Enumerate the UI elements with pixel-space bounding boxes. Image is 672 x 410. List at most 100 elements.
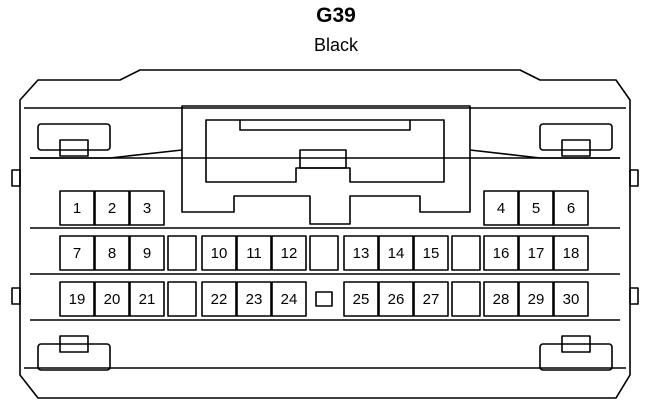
pin-number: 22: [211, 291, 228, 308]
pin-number: 6: [567, 200, 575, 217]
pin-cavity-box: [413, 235, 449, 271]
connector-housing-outline: [19, 69, 631, 399]
pin-cavity-box: [201, 281, 237, 317]
pin-cavity-box: [378, 235, 414, 271]
pin-cavity-box: [483, 190, 519, 226]
pin-cavity-5: 5: [518, 190, 554, 226]
connector-color: Black: [313, 35, 358, 55]
side-nub-right-upper: [629, 169, 639, 187]
pin-cavity-box: [201, 235, 237, 271]
pin-cavity-box: [518, 190, 554, 226]
pin-cavity-26: 26: [378, 281, 414, 317]
pin-cavity-13: 13: [343, 235, 379, 271]
blank-cavity: [167, 281, 197, 317]
pin-number: 12: [281, 245, 298, 262]
pin-number: 28: [493, 291, 510, 308]
latch-top-right: [539, 123, 613, 157]
pin-cavity-9: 9: [129, 235, 165, 271]
pin-cavity-box: [129, 235, 165, 271]
pin-cavity-box: [413, 281, 449, 317]
pin-number: 21: [139, 291, 156, 308]
pin-number: 9: [143, 245, 151, 262]
pin-cavity-4: 4: [483, 190, 519, 226]
pin-cavity-box: [94, 190, 130, 226]
polarization-key: [315, 291, 333, 307]
pin-number: 20: [104, 291, 121, 308]
pin-cavity-22: 22: [201, 281, 237, 317]
side-nub-right-lower: [629, 287, 639, 305]
blank-cavity: [451, 235, 481, 271]
pin-cavity-8: 8: [94, 235, 130, 271]
pin-number: 25: [353, 291, 370, 308]
latch-bottom-left: [37, 335, 111, 371]
pin-cavity-17: 17: [518, 235, 554, 271]
pin-cavity-box: [378, 281, 414, 317]
pin-cavity-box: [518, 281, 554, 317]
pin-cavity-21: 21: [129, 281, 165, 317]
locking-hood: [181, 105, 471, 225]
pin-cavity-7: 7: [59, 235, 95, 271]
inner-shoulder-left: [30, 149, 183, 159]
connector-id: G39: [316, 4, 356, 27]
pin-number: 24: [281, 291, 298, 308]
pin-number: 2: [108, 200, 116, 217]
pin-cavity-box: [553, 235, 589, 271]
blank-cavity: [309, 235, 339, 271]
pin-number: 10: [211, 245, 228, 262]
pin-cavity-box: [59, 235, 95, 271]
pin-cavity-box: [553, 281, 589, 317]
pin-cavity-29: 29: [518, 281, 554, 317]
latch-bottom-right: [539, 335, 613, 371]
pin-cavity-box: [271, 281, 307, 317]
pin-cavity-box: [343, 235, 379, 271]
pin-number: 17: [528, 245, 545, 262]
pin-cavity-27: 27: [413, 281, 449, 317]
pin-number: 1: [73, 200, 81, 217]
pin-cavity-30: 30: [553, 281, 589, 317]
pin-cavity-box: [271, 235, 307, 271]
pin-cavity-6: 6: [553, 190, 589, 226]
pin-cavity-23: 23: [236, 281, 272, 317]
pin-cavity-18: 18: [553, 235, 589, 271]
pin-cavity-28: 28: [483, 281, 519, 317]
pin-number: 3: [143, 200, 151, 217]
pin-cavity-25: 25: [343, 281, 379, 317]
pin-number: 23: [246, 291, 263, 308]
pin-cavity-box: [94, 281, 130, 317]
pin-number: 5: [532, 200, 540, 217]
pin-cavity-box: [129, 281, 165, 317]
pin-number: 7: [73, 245, 81, 262]
pin-cavity-20: 20: [94, 281, 130, 317]
blank-cavity: [167, 235, 197, 271]
hood-inner-slot: [205, 119, 445, 183]
pin-cavity-box: [59, 281, 95, 317]
pin-cavity-1: 1: [59, 190, 95, 226]
pin-cavity-box: [483, 235, 519, 271]
pin-number: 14: [388, 245, 405, 262]
pin-cavity-box: [518, 235, 554, 271]
pin-number: 27: [423, 291, 440, 308]
side-nub-left-upper: [11, 169, 21, 187]
pin-number: 30: [563, 291, 580, 308]
inner-shoulder-right: [469, 149, 620, 159]
pin-cavity-box: [59, 190, 95, 226]
pin-number: 26: [388, 291, 405, 308]
pin-cavity-2: 2: [94, 190, 130, 226]
pin-cavity-15: 15: [413, 235, 449, 271]
pin-number: 19: [69, 291, 86, 308]
pin-cavity-box: [236, 235, 272, 271]
pin-cavity-box: [236, 281, 272, 317]
pin-cavity-11: 11: [236, 235, 272, 271]
hood-latch-tab: [239, 120, 411, 131]
blank-cavity: [451, 281, 481, 317]
pin-cavity-12: 12: [271, 235, 307, 271]
pin-cavity-10: 10: [201, 235, 237, 271]
pin-number: 18: [563, 245, 580, 262]
pin-number: 8: [108, 245, 116, 262]
pin-cavity-16: 16: [483, 235, 519, 271]
latch-top-left: [37, 123, 111, 157]
side-nub-left-lower: [11, 287, 21, 305]
pin-number: 15: [423, 245, 440, 262]
